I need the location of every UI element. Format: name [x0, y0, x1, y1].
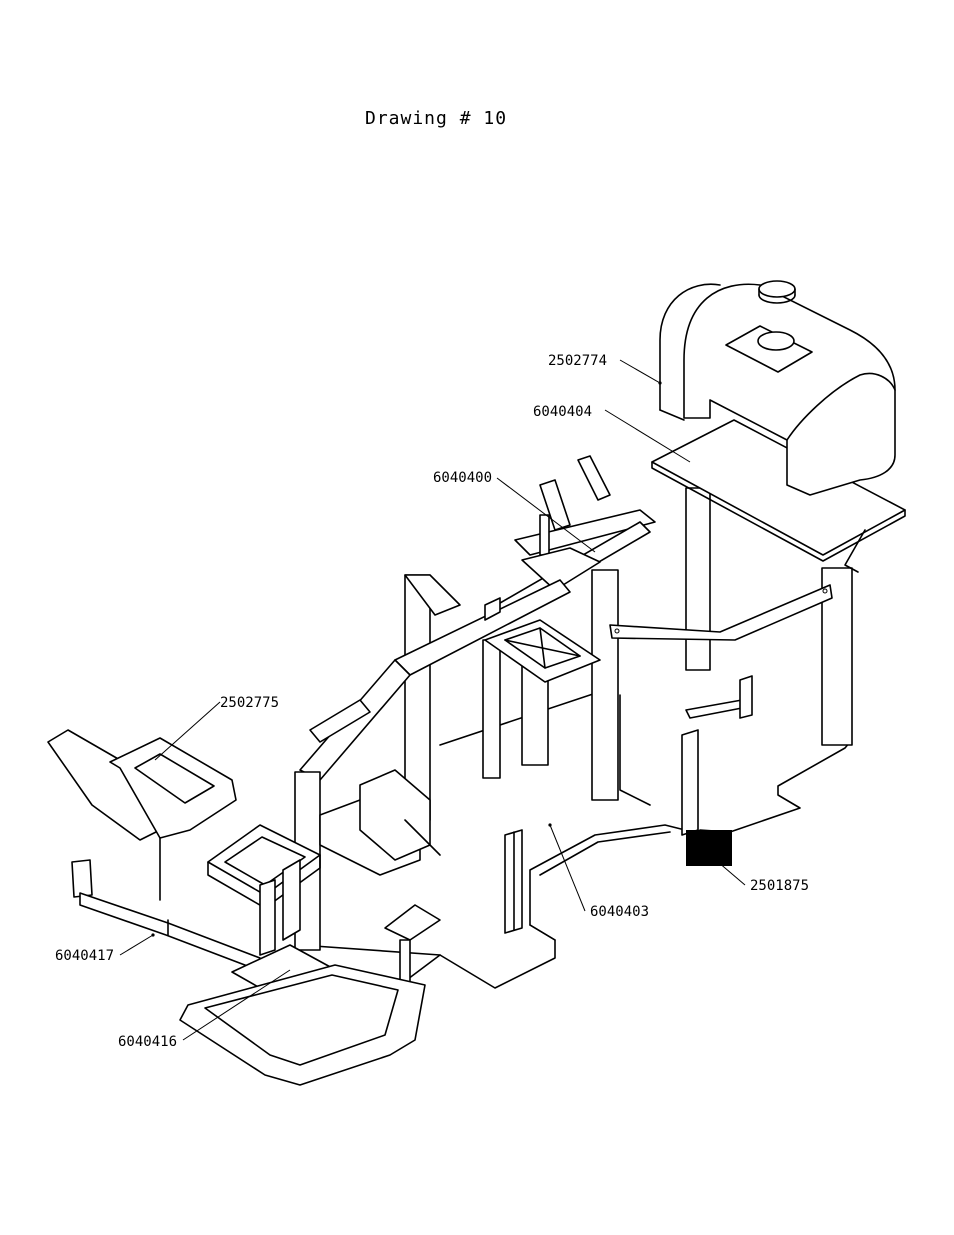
- label-brush: 2501875: [750, 878, 809, 894]
- brush-assembly: [682, 676, 752, 866]
- base-post: [505, 830, 522, 933]
- label-platform: 6040404: [533, 404, 592, 420]
- label-base: 6040403: [590, 904, 649, 920]
- label-foot-plate: 6040416: [118, 1034, 177, 1050]
- label-seat: 2502775: [220, 695, 279, 711]
- label-tank: 2502774: [548, 353, 607, 369]
- label-crossbar: 6040400: [433, 470, 492, 486]
- label-foot-rail: 6040417: [55, 948, 114, 964]
- cradle: [485, 620, 600, 682]
- brush-bristles: [686, 830, 732, 866]
- crossbar-assembly: [488, 456, 655, 620]
- foot-plate: [180, 945, 425, 1085]
- support-arm: [610, 585, 832, 640]
